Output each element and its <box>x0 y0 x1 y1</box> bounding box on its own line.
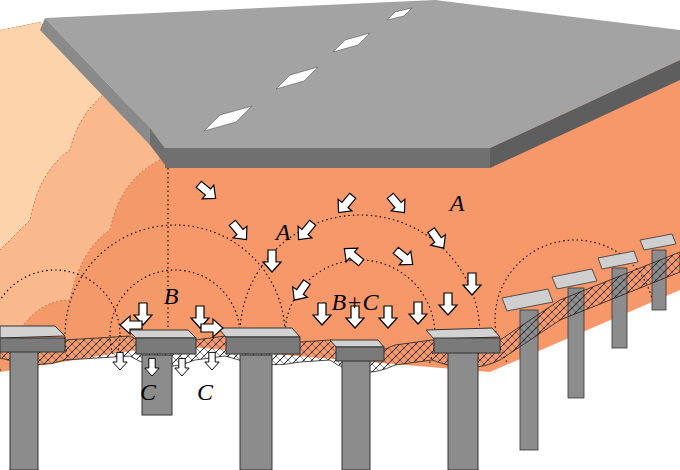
region-label: A <box>276 220 291 244</box>
region-label: C <box>197 380 213 404</box>
pile <box>0 326 500 470</box>
load-arrow <box>113 177 481 376</box>
road-edge <box>165 148 490 168</box>
region-label: A <box>450 191 465 215</box>
road-edge <box>150 128 165 165</box>
region-label: B <box>164 284 179 308</box>
lane-marking <box>204 8 412 131</box>
geogrid <box>0 252 680 372</box>
region-label: B+C <box>332 290 379 314</box>
road-edge <box>40 18 150 145</box>
road-edge <box>490 60 680 168</box>
region-label: C <box>140 380 156 404</box>
